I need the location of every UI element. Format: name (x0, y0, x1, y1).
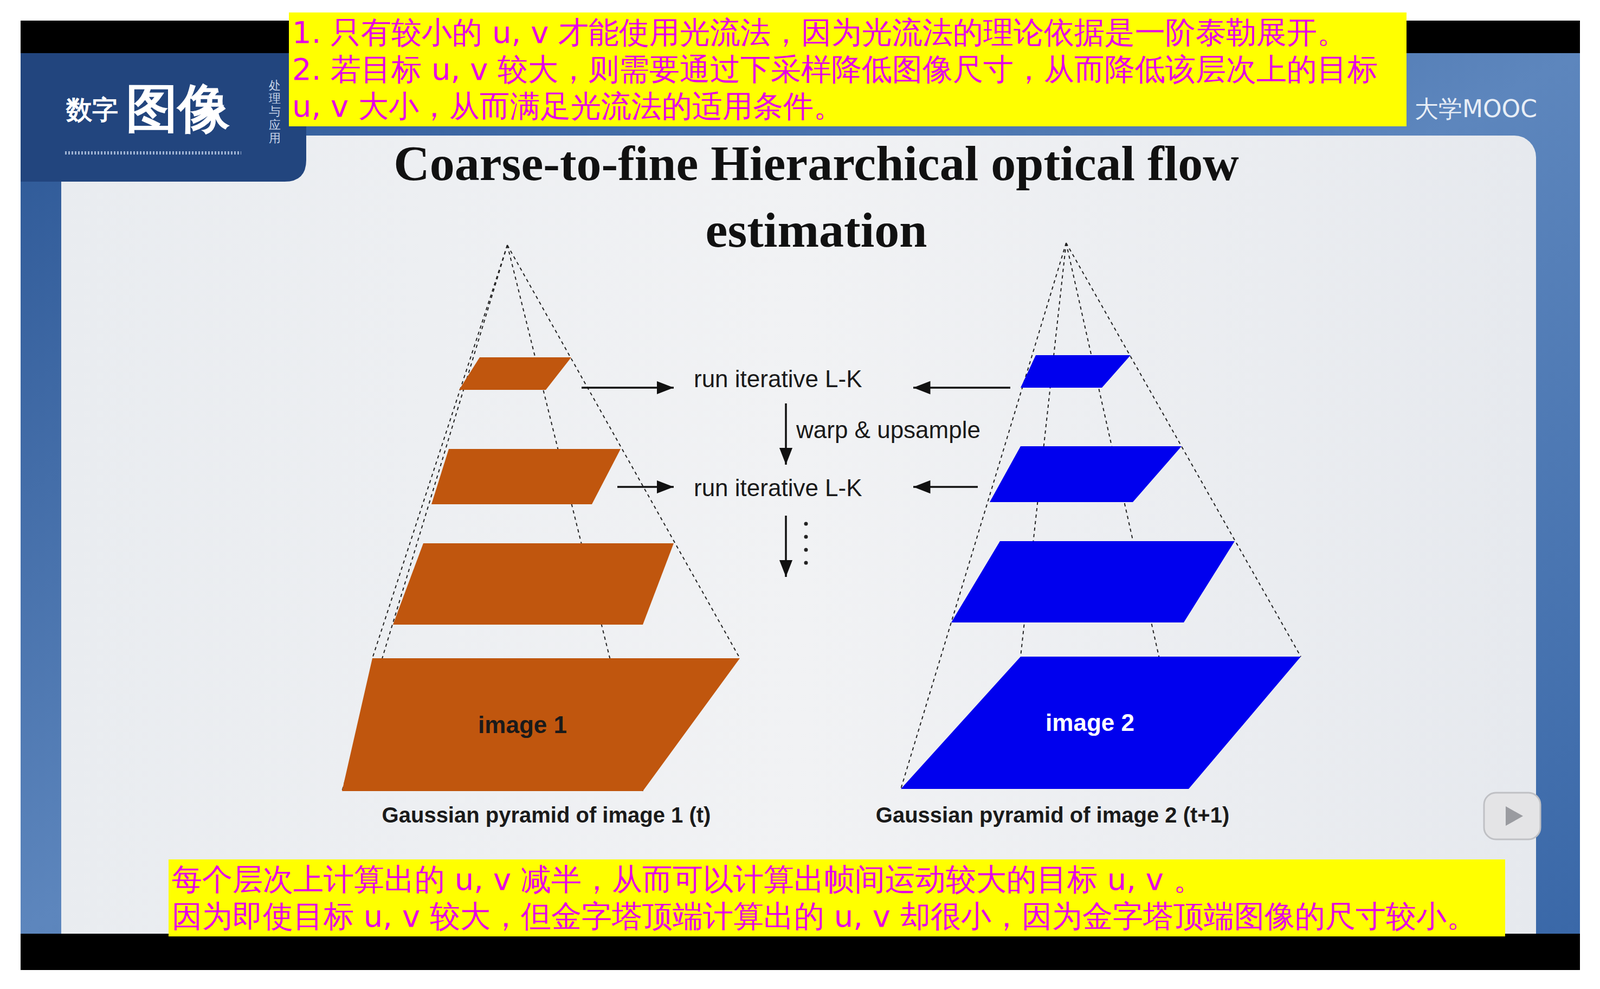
step-label: run iterative L-K (693, 364, 863, 394)
annotation-text: 1. 只有较小的 u, v 才能使用光流法，因为光流法的理论依据是一阶泰勒展开。 (292, 14, 1404, 51)
pyramid-edges (342, 242, 1301, 791)
layer-parallelogram (900, 656, 1301, 789)
pyramid-caption: Gaussian pyramid of image 2 (t+1) (875, 801, 1230, 828)
play-icon (1484, 792, 1541, 840)
annotation-text: 2. 若目标 u, v 较大，则需要通过下采样降低图像尺寸，从而降低该层次上的目… (292, 50, 1404, 125)
pyramid-caption: Gaussian pyramid of image 1 (t) (382, 801, 712, 828)
annotation-box: 每个层次上计算出的 u, v 减半，从而可以计算出帧间运动较大的目标 u, v … (168, 859, 1506, 937)
logo-panel (20, 53, 307, 182)
video-frame (20, 20, 1580, 970)
logo-mark: 图像 (125, 76, 230, 140)
slide-panel (61, 135, 1537, 960)
annotation-text: 每个层次上计算出的 u, v 减半，从而可以计算出帧间运动较大的目标 u, v … (171, 860, 1502, 898)
flow-arrows (581, 387, 1011, 577)
image-layer: image 2 (900, 656, 1301, 789)
logo-subtitle: 处理与应用 (268, 79, 281, 145)
pyramid-layers-left (392, 357, 674, 625)
pyramid-layers-right (951, 355, 1235, 623)
logo-text: 数字 (66, 94, 119, 126)
video-bottom-bar (20, 933, 1580, 970)
annotation-text: 因为即使目标 u, v 较大，但金字塔顶端计算出的 u, v 却很小，因为金字塔… (171, 897, 1502, 935)
layer-label: image 2 (1045, 708, 1135, 737)
logo-rule (65, 151, 242, 155)
continuation-dots (804, 521, 809, 565)
slide-title: Coarse-to-fine Hierarchical optical flow… (377, 130, 1256, 264)
layer-parallelogram (342, 657, 740, 791)
layer-label: image 1 (478, 710, 567, 739)
step-label: run iterative L-K (693, 473, 863, 503)
platform-watermark: 大学MOOC (1414, 94, 1538, 124)
image-layer: image 1 (342, 657, 740, 791)
step-label: warp & upsample (796, 415, 981, 445)
annotation-box: 1. 只有较小的 u, v 才能使用光流法，因为光流法的理论依据是一阶泰勒展开。… (288, 12, 1407, 127)
